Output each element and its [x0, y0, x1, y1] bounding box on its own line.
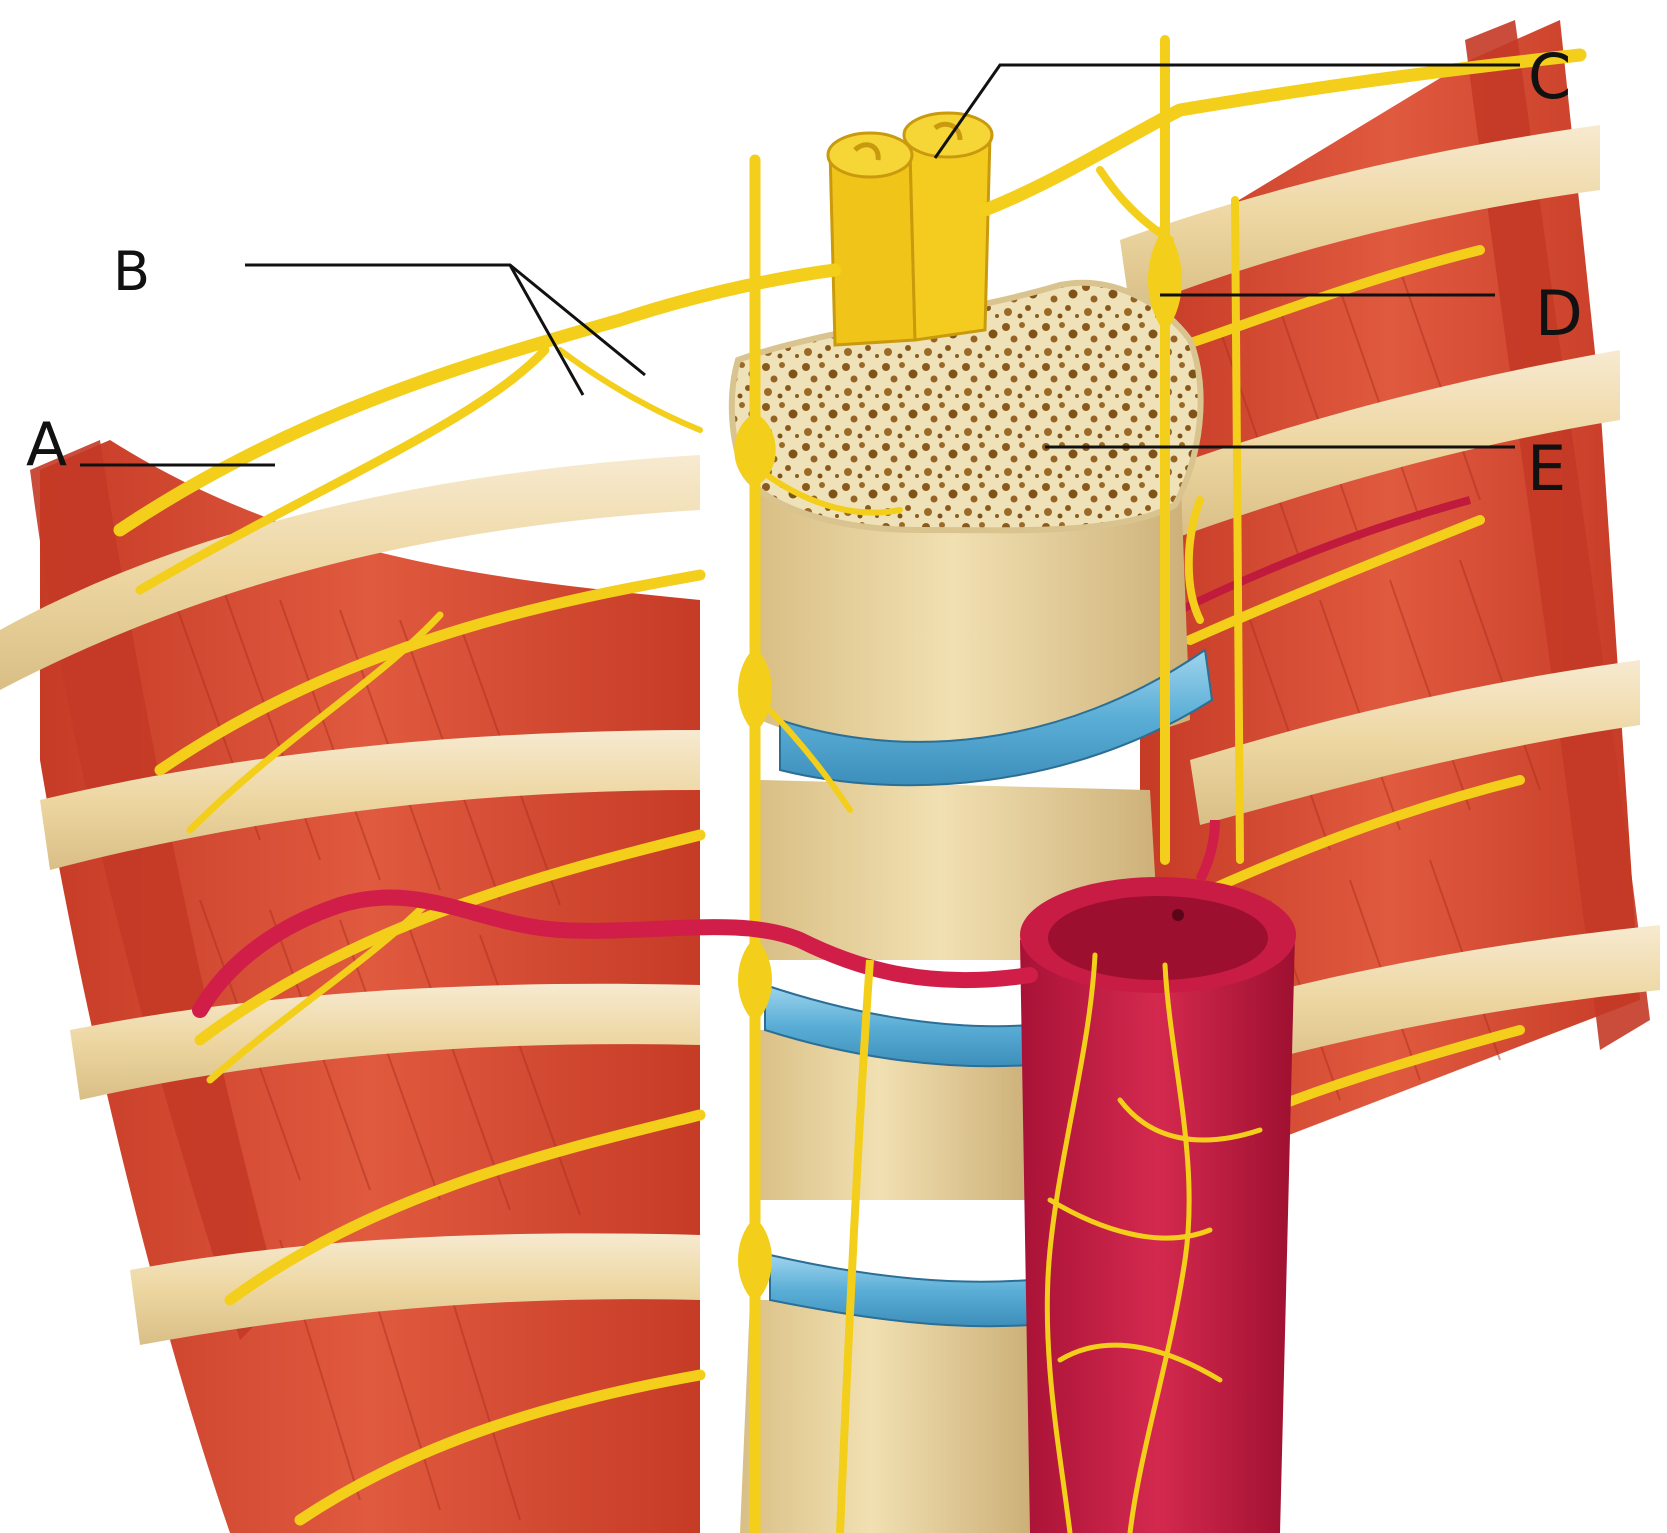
left-outer-muscle: [30, 440, 280, 1340]
spinal-cord: [826, 111, 994, 347]
artery-branch: [1195, 819, 1220, 883]
intervertebral-discs: [764, 648, 1214, 1328]
left-sympathetic-trunk: [734, 154, 903, 1533]
label-d: D: [1535, 277, 1583, 350]
aorta: [1020, 877, 1296, 1533]
right-sympathetic-trunk: [1148, 35, 1244, 865]
left-ribs: [0, 455, 700, 1345]
leader-lines: [80, 63, 1520, 467]
spinal-nerves: [113, 48, 1587, 595]
splanchnic-nerve: [836, 959, 874, 1533]
right-outer-muscle: [1465, 20, 1650, 1050]
aortic-plexus: [1044, 952, 1263, 1533]
posterior-intercostal-artery: [192, 889, 1038, 1018]
right-ribs: [1120, 125, 1660, 1075]
label-e: E: [1527, 432, 1566, 505]
right-intercostal-artery: [1158, 496, 1472, 624]
label-c: C: [1528, 40, 1571, 113]
label-b: B: [113, 240, 150, 303]
vertebral-column: [740, 460, 1190, 1533]
label-a: A: [26, 410, 67, 480]
